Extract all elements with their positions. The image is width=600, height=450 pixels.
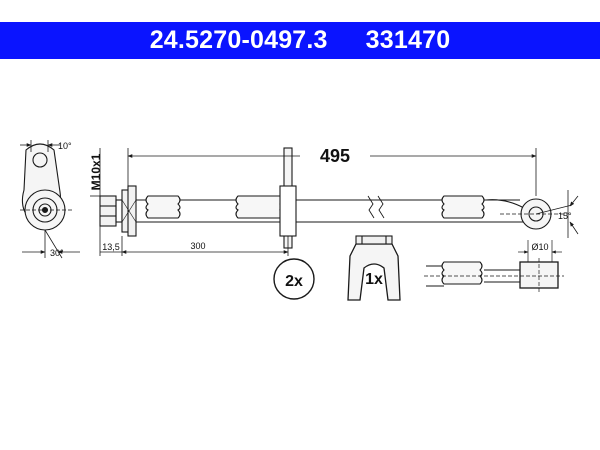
- o-ring-part: [273, 258, 315, 300]
- hose-body: [136, 195, 520, 223]
- ring-quantity-label: 2x: [285, 273, 303, 290]
- banjo-fitting-left: [20, 143, 72, 231]
- length-dimension: [127, 148, 537, 196]
- eye-fitting-right: [485, 198, 568, 230]
- thread-label: M10x1: [89, 153, 103, 190]
- fitting-offset-label: 13,5: [102, 242, 120, 252]
- thread-dimension: [90, 148, 101, 197]
- header-banner: 24.5270-0497.3 331470: [0, 22, 600, 59]
- reference-number: 331470: [365, 26, 451, 54]
- part-number: 24.5270-0497.3: [149, 26, 328, 54]
- angle-top-left-label: 10°: [58, 141, 72, 151]
- clip-quantity-label: 1x: [365, 271, 383, 288]
- angle-bottom-left-label: 30°: [50, 248, 64, 258]
- bottom-dimensions: [99, 226, 289, 256]
- total-length-label: 495: [320, 146, 350, 166]
- threaded-fitting: [99, 185, 137, 237]
- angle-dimension-right: [535, 190, 579, 238]
- bracket-distance-label: 300: [190, 241, 205, 251]
- retaining-clip-part: [347, 235, 401, 301]
- eye-diameter-label: Ø10: [531, 242, 548, 252]
- angle-dimension-left: [20, 140, 80, 259]
- bracket-plate: [279, 147, 297, 249]
- angle-right-label: 15°: [558, 211, 572, 221]
- detail-hose-end: [424, 240, 564, 292]
